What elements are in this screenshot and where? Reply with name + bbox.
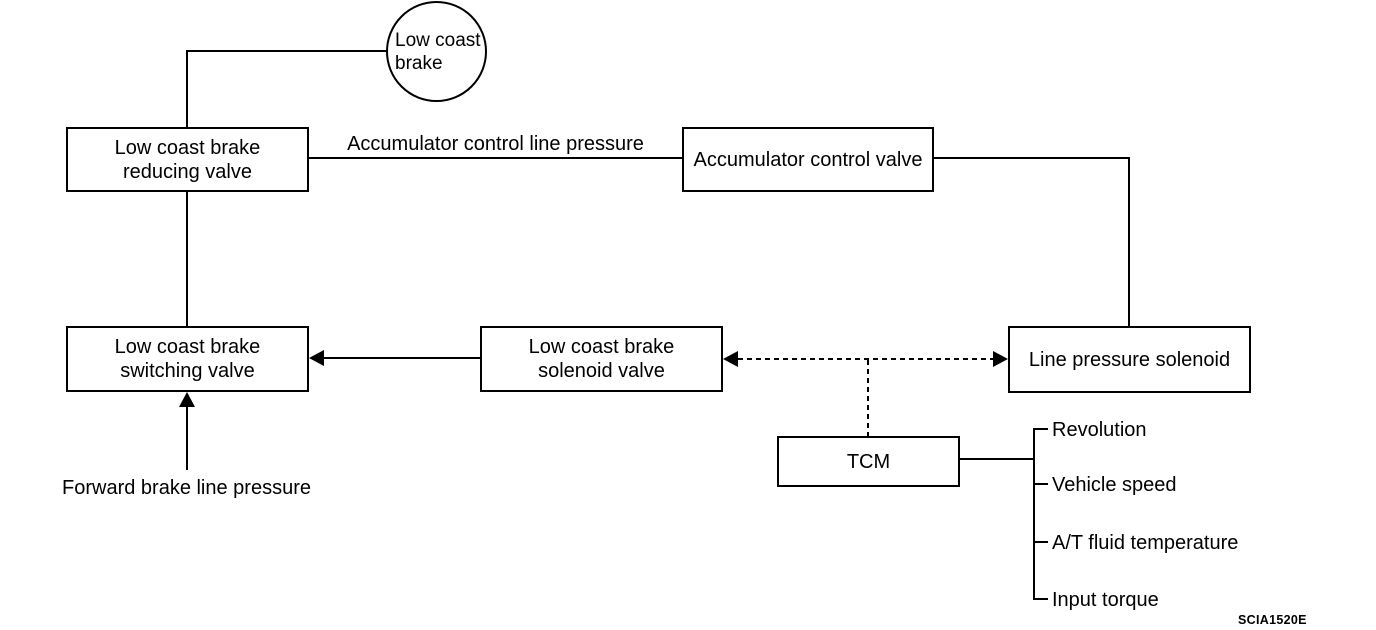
- tcm-input-label-vehicle-speed: Vehicle speed: [1052, 474, 1177, 496]
- connector-circle-vertical: [186, 50, 188, 127]
- connector-forward-brake-line: [186, 405, 188, 470]
- tcm-input-tick-input-torque: [1033, 598, 1048, 600]
- connector-dashed-solenoid-to-line-pressure: [738, 358, 993, 360]
- connector-dashed-tcm: [867, 360, 869, 436]
- tcm-input-label-revolution: Revolution: [1052, 419, 1147, 441]
- node-low-coast-brake: Low coast brake: [386, 1, 487, 102]
- connector-circle-horizontal: [187, 50, 386, 52]
- figure-code: SCIA1520E: [1238, 613, 1307, 627]
- node-line-pressure-solenoid: Line pressure solenoid: [1008, 326, 1251, 393]
- arrowhead-into-solenoid-valve: [723, 351, 738, 367]
- connector-accumulator-vertical: [1128, 157, 1130, 326]
- connector-reducing-to-accumulator: [309, 157, 682, 159]
- arrowhead-into-switching-valve: [309, 350, 324, 366]
- label-accumulator-control-line-pressure: Accumulator control line pressure: [347, 133, 644, 155]
- node-tcm: TCM: [777, 436, 960, 487]
- connector-tcm-to-inputs: [960, 458, 1035, 460]
- tcm-input-label-input-torque: Input torque: [1052, 589, 1159, 611]
- tcm-inputs-spine: [1033, 428, 1035, 600]
- tcm-input-tick-vehicle-speed: [1033, 483, 1048, 485]
- label-forward-brake-line-pressure: Forward brake line pressure: [62, 477, 311, 499]
- node-accumulator-control-valve: Accumulator control valve: [682, 127, 934, 192]
- connector-solenoid-to-switching: [320, 357, 480, 359]
- node-low-coast-brake-solenoid-valve: Low coast brake solenoid valve: [480, 326, 723, 392]
- node-low-coast-brake-reducing-valve: Low coast brake reducing valve: [66, 127, 309, 192]
- connector-reducing-to-switching: [186, 192, 188, 326]
- tcm-input-tick-fluid-temperature: [1033, 541, 1048, 543]
- tcm-input-label-fluid-temperature: A/T fluid temperature: [1052, 532, 1239, 554]
- arrowhead-into-line-pressure-solenoid: [993, 351, 1008, 367]
- connector-accumulator-horizontal: [934, 157, 1130, 159]
- tcm-input-tick-revolution: [1033, 428, 1048, 430]
- node-low-coast-brake-switching-valve: Low coast brake switching valve: [66, 326, 309, 392]
- arrowhead-into-switching-valve-bottom: [179, 392, 195, 407]
